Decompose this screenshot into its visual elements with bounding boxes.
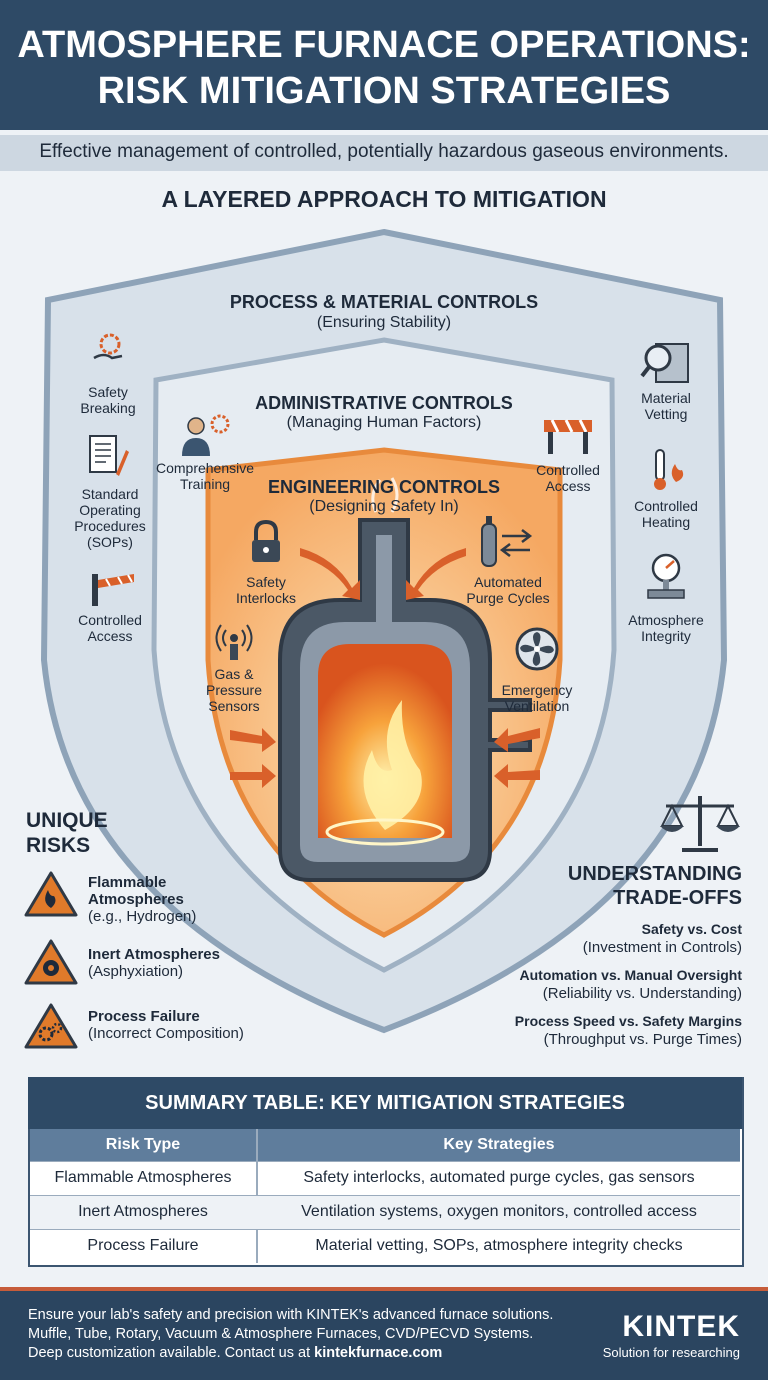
eng-item-safety-interlocks: Safety Interlocks [224,520,308,606]
process-layer-title: PROCESS & MATERIAL CONTROLS [229,292,539,312]
balance-scale-icon [660,796,740,852]
table-cell: Flammable Atmospheres [54,1169,232,1186]
unique-risks-heading: UNIQUE RISKS [26,809,108,857]
engineering-layer-title: ENGINEERING CONTROLS [267,477,500,497]
padlock-icon [252,520,280,562]
header-banner [0,0,768,130]
admin-item-controlled-access: Controlled Access [520,412,616,494]
magnifier-icon [640,343,689,383]
process-item-atmosphere-integrity: Atmosphere Integrity [614,552,718,644]
fan-icon [515,627,559,671]
gears-warning-icon [24,1003,78,1049]
table-cell: Inert Atmospheres [78,1203,208,1220]
title-line-1: ATMOSPHERE FURNACE OPERATIONS: [17,24,751,66]
page-title: ATMOSPHERE FURNACE OPERATIONS: RISK MITI… [0,22,768,114]
table-cell: Safety interlocks, automated purge cycle… [303,1169,695,1186]
table-cell: Material vetting, SOPs, atmosphere integ… [315,1237,683,1254]
footer-line-1: Ensure your lab's safety and precision w… [28,1307,554,1323]
table-cell: Ventilation systems, oxygen monitors, co… [301,1203,697,1220]
sensor-signal-icon [215,624,253,660]
section-title: A LAYERED APPROACH TO MITIGATION [161,186,607,212]
column-header-risk-type: Risk Type [105,1136,181,1153]
table-cell: Process Failure [87,1237,199,1254]
eng-item-automated-purge-cycles: Automated Purge Cycles [458,514,558,606]
table-row [30,1195,740,1230]
person-gear-icon [182,414,230,456]
table-row [30,1229,740,1264]
administrative-layer-subtitle: (Managing Human Factors) [286,414,482,431]
barricade-icon [544,419,592,454]
tradeoff-item-speed: Process Speed vs. Safety Margins (Throug… [514,1013,742,1048]
eng-item-emergency-ventilation: Emergency Ventilation [494,626,580,714]
flow-arrows [230,548,540,788]
tradeoff-item-automation: Automation vs. Manual Oversight (Reliabi… [519,967,742,1002]
process-item-controlled-access: Controlled Access [62,568,158,644]
brand-logo: KINTEK [622,1310,740,1343]
tradeoffs-heading: UNDERSTANDING TRADE-OFFS [567,863,742,909]
page-subtitle: Effective management of controlled, pote… [39,141,729,162]
tradeoff-item-safety-cost: Safety vs. Cost (Investment in Controls) [582,921,742,956]
footer-banner [0,1287,768,1380]
furnace-graphic [278,477,532,882]
process-item-safety-breaking: Safety Breaking [60,330,156,416]
table-row [30,1161,740,1196]
process-item-material-vetting: Material Vetting [618,340,714,422]
gas-mask-warning-icon [24,939,78,985]
column-header-key-strategies: Key Strategies [443,1136,555,1153]
footer-line-3: Deep customization available. Contact us… [28,1345,443,1361]
document-pen-icon [89,435,129,476]
administrative-layer-title: ADMINISTRATIVE CONTROLS [255,393,513,413]
title-line-2: RISK MITIGATION STRATEGIES [97,70,671,112]
subtitle-band [0,135,768,171]
footer-line-2: Muffle, Tube, Rotary, Vacuum & Atmospher… [28,1326,534,1342]
pressure-gauge-icon [647,553,685,599]
admin-item-comprehensive-training: Comprehensive Training [150,412,260,492]
process-item-controlled-heating: Controlled Heating [618,448,714,530]
engineering-layer-subtitle: (Designing Safety In) [309,498,459,515]
thermometer-flame-icon [654,449,684,490]
eng-item-gas-pressure-sensors: Gas & Pressure Sensors [196,622,272,714]
website-link[interactable]: kintekfurnace.com [314,1345,443,1361]
process-layer-subtitle: (Ensuring Stability) [316,314,452,331]
process-item-sops: Standard Operating Procedures (SOPs) [62,434,158,550]
flame-warning-icon [24,871,78,917]
summary-table-title-bar [28,1077,742,1129]
hand-gear-icon [93,333,123,360]
brand-tagline: Solution for researching [602,1345,740,1360]
summary-table-title: SUMMARY TABLE: KEY MITIGATION STRATEGIES [145,1092,625,1114]
gas-cylinder-icon [481,516,533,567]
barrier-icon [92,574,134,606]
summary-table-header-row [30,1129,740,1161]
